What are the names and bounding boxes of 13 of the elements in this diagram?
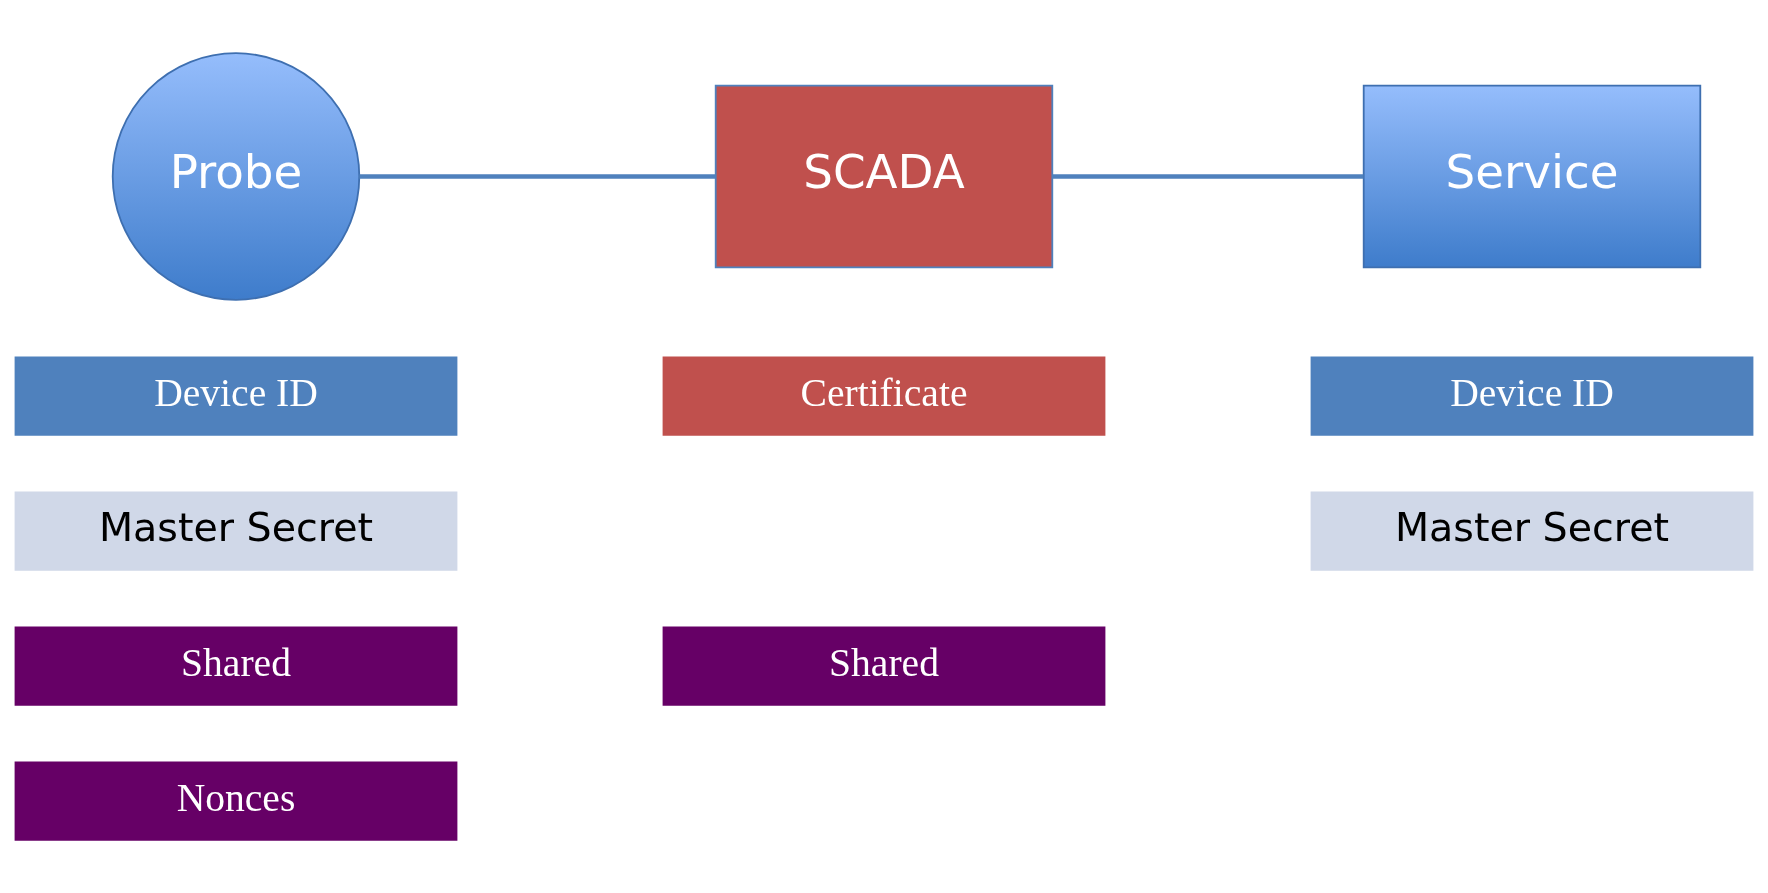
node-box: Certificate	[662, 356, 1106, 436]
node-box: Device ID	[1310, 356, 1754, 436]
node-box: Nonces	[14, 761, 458, 841]
node-box: Shared	[662, 626, 1106, 706]
node-box: SCADA	[714, 84, 1054, 269]
node-box: Device ID	[14, 356, 458, 436]
connector	[1052, 174, 1364, 179]
node-circle: Probe	[111, 52, 361, 301]
node-box: Shared	[14, 626, 458, 706]
node-box: Service	[1362, 84, 1702, 269]
connector	[359, 174, 716, 179]
node-box: Master Secret	[1310, 491, 1754, 571]
node-box: Master Secret	[14, 491, 458, 571]
